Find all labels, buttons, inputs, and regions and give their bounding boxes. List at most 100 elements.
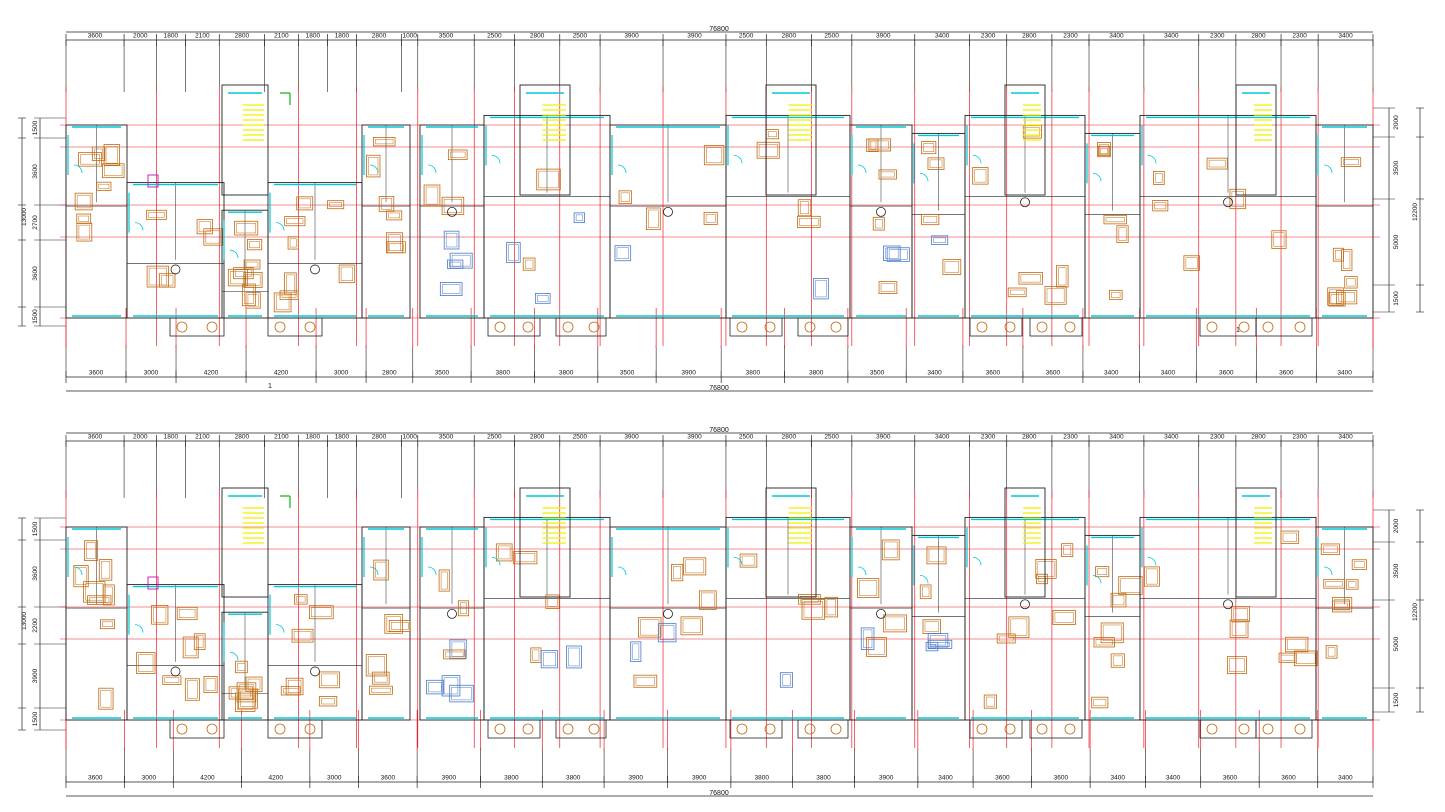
top-dimension-label: 2800	[782, 33, 797, 40]
table-icon	[1064, 723, 1076, 735]
bed-icon	[294, 594, 308, 605]
bed-icon	[983, 694, 998, 709]
furniture-detail	[826, 599, 836, 616]
furniture-detail	[974, 169, 987, 183]
column-circle	[1223, 599, 1233, 610]
bed-icon	[73, 565, 89, 588]
door-arc	[1323, 566, 1333, 576]
furniture-detail	[1296, 652, 1316, 664]
top-dimension-label: 2800	[372, 434, 387, 441]
bed-icon	[285, 677, 304, 696]
left-dimension-label: 1500	[32, 120, 39, 135]
stair-icon	[1004, 84, 1046, 196]
furniture-detail	[799, 218, 819, 226]
furniture-detail	[1280, 654, 1295, 661]
furniture-detail	[89, 597, 110, 603]
furniture-detail	[537, 295, 549, 302]
furniture-detail	[868, 639, 885, 655]
furniture-detail	[104, 165, 123, 176]
table-icon	[1206, 723, 1218, 735]
door-arc	[919, 173, 929, 182]
bed-icon	[1206, 157, 1228, 170]
furniture-detail	[575, 214, 583, 221]
bed-icon	[1091, 696, 1109, 709]
sofa-icon	[439, 282, 463, 297]
furniture-detail	[1009, 289, 1025, 295]
top-dimension-label: 2300	[981, 434, 996, 441]
bed-icon	[796, 215, 821, 228]
furniture-detail	[153, 607, 167, 623]
door-arc	[73, 164, 83, 174]
right-dimension-label: 2000	[1393, 115, 1400, 130]
sofa-icon	[441, 675, 461, 697]
furniture-detail	[933, 237, 946, 243]
bottom-dimension-label: 3400	[1337, 370, 1352, 377]
bed-icon	[1344, 276, 1358, 289]
overall-dimension-bottom: 76800	[709, 790, 729, 797]
right-dimension-label: 5000	[1393, 234, 1400, 249]
table-icon	[804, 723, 816, 735]
bed-icon	[921, 213, 940, 226]
furniture-detail	[1118, 227, 1127, 241]
door-arc	[1092, 173, 1102, 182]
bed-icon	[318, 696, 338, 707]
bed-icon	[83, 581, 106, 603]
bed-icon	[102, 163, 125, 179]
bed-icon	[78, 152, 103, 167]
table-icon	[562, 723, 574, 735]
bottom-dimension-label: 3800	[566, 775, 581, 782]
furniture-detail	[859, 580, 878, 596]
top-dimension-label: 2100	[274, 33, 289, 40]
top-dimension-label: 3900	[876, 434, 891, 441]
furniture-detail	[1208, 159, 1226, 168]
top-dimension-label: 2500	[487, 434, 502, 441]
furniture-detail	[388, 243, 404, 252]
bed-icon	[1007, 287, 1027, 298]
right-total-dimension: 12200	[1412, 203, 1419, 221]
furniture-detail	[921, 586, 930, 597]
bottom-dimension-label: 3600	[1046, 370, 1061, 377]
bed-icon	[243, 259, 261, 270]
furniture-detail	[1325, 581, 1343, 587]
bed-icon	[881, 539, 900, 561]
left-total-dimension: 13000	[21, 208, 28, 226]
bottom-dimension-label: 3400	[927, 370, 942, 377]
overall-dimension-top: 76800	[709, 427, 729, 434]
furniture-detail	[1329, 289, 1342, 304]
bed-icon	[1271, 230, 1287, 249]
table-icon	[304, 723, 316, 735]
furniture-detail	[386, 616, 401, 632]
column-circle	[876, 608, 886, 619]
table-icon	[976, 723, 988, 735]
furniture-detail	[296, 596, 306, 603]
furniture-detail	[862, 629, 873, 648]
top-dimension-label: 2500	[739, 33, 754, 40]
bed-icon	[386, 210, 403, 221]
furniture-detail	[888, 249, 908, 260]
furniture-detail	[632, 643, 640, 660]
door-arc	[857, 566, 867, 576]
furniture-detail	[440, 571, 448, 590]
door-arc	[1092, 575, 1102, 584]
section-mark-bottom: 1	[268, 383, 272, 390]
furniture-detail	[311, 607, 332, 618]
table-icon	[494, 321, 506, 333]
bed-icon	[280, 686, 301, 696]
top-dimension-label: 2300	[1292, 33, 1307, 40]
bed-icon	[1323, 578, 1345, 589]
furniture-detail	[1025, 127, 1040, 137]
furniture-detail	[1095, 639, 1113, 646]
sofa-icon	[779, 672, 793, 688]
top-dimension-label: 2800	[1022, 33, 1037, 40]
table-icon	[764, 321, 776, 333]
bed-icon	[1100, 622, 1124, 644]
bottom-dimension-label: 3600	[1223, 775, 1238, 782]
sofa-icon	[931, 235, 949, 245]
bed-icon	[176, 606, 198, 621]
furniture-detail	[275, 294, 290, 311]
furniture-detail	[706, 147, 723, 164]
furniture-detail	[161, 275, 174, 286]
furniture-detail	[235, 269, 252, 277]
bed-icon	[87, 595, 112, 605]
